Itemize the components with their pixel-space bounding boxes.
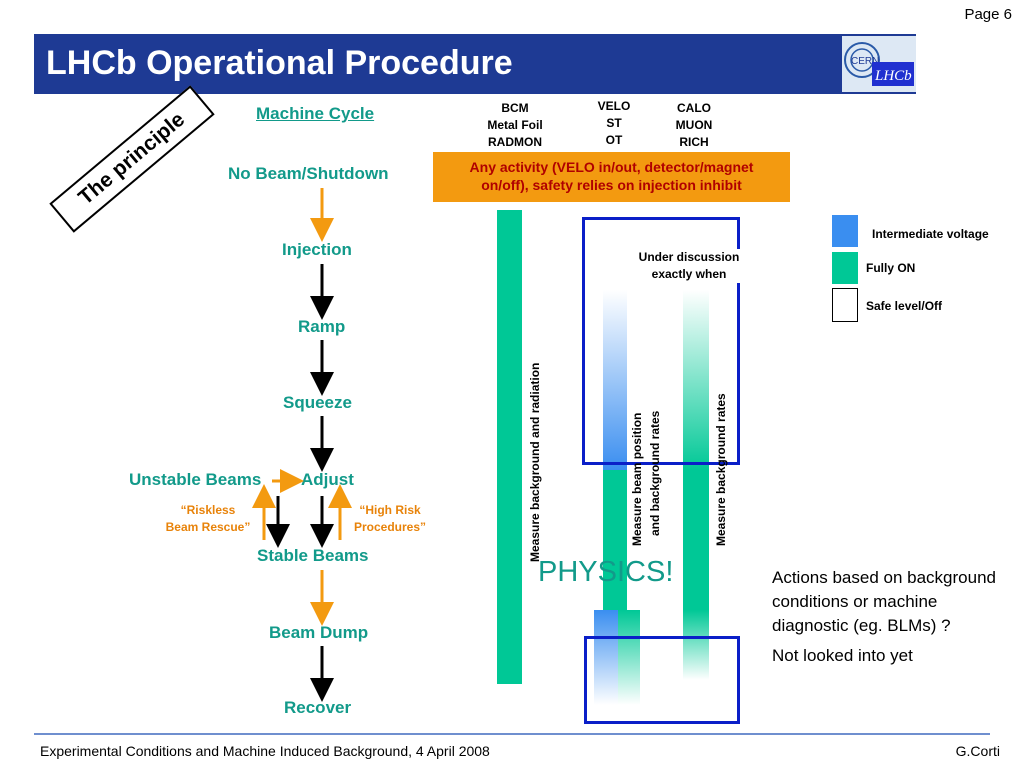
vertical-label-bcm: Measure background and radiation xyxy=(528,362,542,562)
logo-lhcb-text: LHCb xyxy=(874,68,912,84)
step-no-beam: No Beam/Shutdown xyxy=(228,164,389,183)
discussion-box-lower xyxy=(584,636,740,724)
legend-swatch-safe xyxy=(832,288,858,322)
discussion-box-upper xyxy=(582,217,740,465)
activity-note-box: Any activity (VELO in/out, detector/magn… xyxy=(433,152,790,202)
footer-author: G.Corti xyxy=(955,743,1000,759)
vertical-label-velo-1: Measure beam position xyxy=(630,412,644,546)
bar-calo-ramp xyxy=(683,290,709,470)
bar-velo-fully-on xyxy=(603,470,627,610)
physics-label: PHYSICS! xyxy=(538,556,674,588)
title-bar xyxy=(34,34,916,94)
legend-swatch-intermediate xyxy=(832,215,858,247)
step-injection: Injection xyxy=(282,240,352,259)
page-number: Page 6 xyxy=(964,6,1012,23)
footer-title: Experimental Conditions and Machine Indu… xyxy=(40,743,490,759)
slide-title: LHCb Operational Procedure xyxy=(46,44,513,82)
actions-text: Actions based on background conditions o… xyxy=(772,568,996,665)
step-beam-dump: Beam Dump xyxy=(269,623,369,642)
step-ramp: Ramp xyxy=(298,317,346,336)
bar-velo-dump-green xyxy=(618,610,640,705)
vertical-label-calo: Measure background rates xyxy=(714,393,728,546)
bar-velo-intermediate xyxy=(603,290,627,470)
legend-label-fully-on: Fully ON xyxy=(866,261,916,275)
bar-calo-dump xyxy=(683,610,709,680)
legend-label-safe: Safe level/Off xyxy=(866,299,943,313)
step-unstable-beams: Unstable Beams xyxy=(129,470,262,489)
cern-lhcb-logo: CERN LHCb xyxy=(842,36,916,92)
bar-calo-fully-on xyxy=(683,470,709,610)
bar-velo-dump-intermediate xyxy=(594,610,618,705)
step-squeeze: Squeeze xyxy=(283,393,352,412)
legend-label-intermediate: Intermediate voltage xyxy=(872,227,989,241)
machine-cycle-heading: Machine Cycle xyxy=(256,104,375,123)
footer-divider xyxy=(34,733,990,735)
logo-cern-text: CERN xyxy=(851,56,879,67)
step-recover: Recover xyxy=(284,698,352,717)
vertical-label-velo-2: and background rates xyxy=(648,410,662,536)
legend-swatch-fully-on xyxy=(832,252,858,284)
step-stable-beams: Stable Beams xyxy=(257,546,369,565)
bar-bcm-fully-on xyxy=(497,210,522,684)
